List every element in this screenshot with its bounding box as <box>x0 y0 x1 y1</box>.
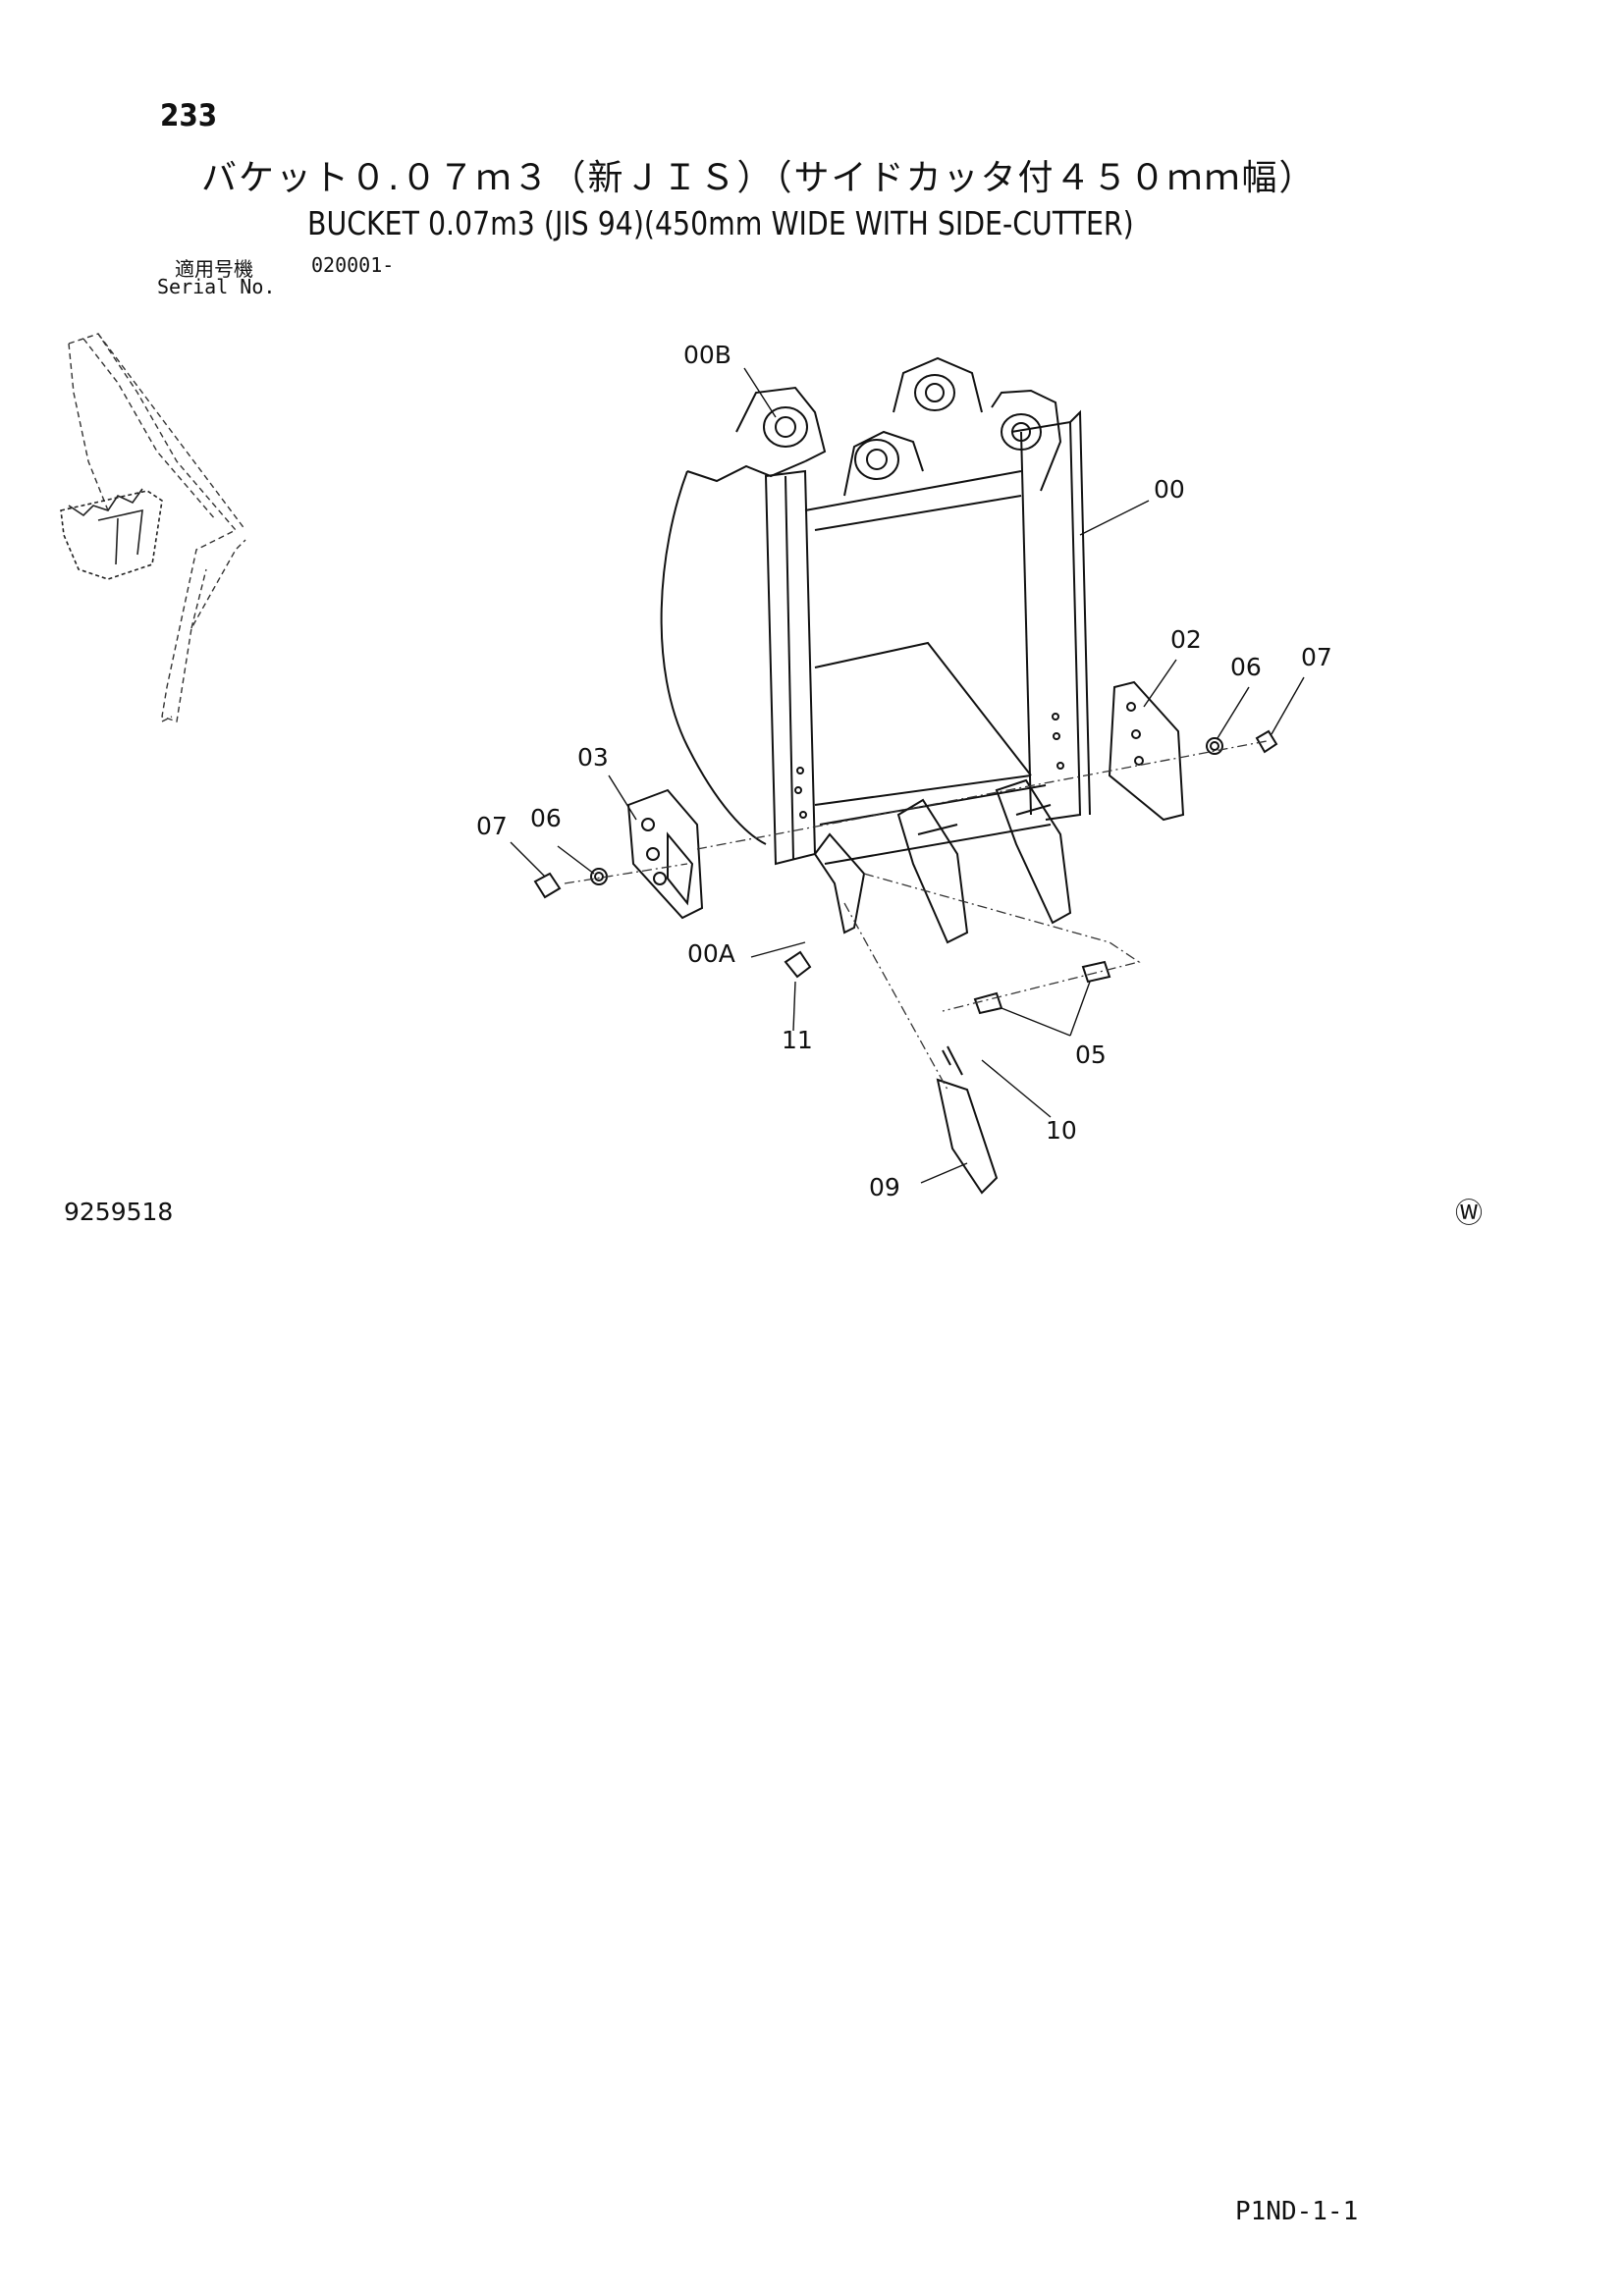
excavator-arm-thumbnail <box>68 333 246 722</box>
watermark-symbol: Ⓦ <box>1455 1197 1484 1229</box>
title-japanese: バケット０.０７ｍ３（新ＪＩＳ）（サイドカッタ付４５０ｍｍ幅） <box>201 158 1317 198</box>
callout-03: 03 <box>577 743 609 772</box>
page-number: 233 <box>160 98 218 133</box>
callout-05: 05 <box>1075 1041 1107 1069</box>
callout-11: 11 <box>782 1026 813 1054</box>
bucket-body <box>660 356 1091 944</box>
serial-label-english: Serial No. <box>157 275 276 298</box>
callout-07-right: 07 <box>1301 643 1332 671</box>
callout-00: 00 <box>1154 475 1185 504</box>
title-english: BUCKET 0.07m3 (JIS 94)(450mm WIDE WITH S… <box>307 204 1134 242</box>
leader-lines <box>510 367 1305 1184</box>
side-cutter-left <box>533 788 704 920</box>
drawing-number: 9259518 <box>64 1198 174 1226</box>
page-code: P1ND-1-1 <box>1235 2197 1359 2226</box>
callout-10: 10 <box>1046 1116 1077 1145</box>
side-cutter-right <box>1108 680 1278 822</box>
callout-07-left: 07 <box>476 812 508 840</box>
callout-00A: 00A <box>687 939 735 968</box>
callout-02: 02 <box>1170 625 1202 654</box>
parts-exploded-diagram: 00B 00 02 06 07 03 07 06 00A 11 05 10 09 <box>60 333 1332 1201</box>
callout-06-right: 06 <box>1230 653 1262 681</box>
serial-label-japanese: 適用号機 <box>175 257 253 281</box>
callout-06-left: 06 <box>530 804 562 832</box>
callout-00B: 00B <box>683 341 731 369</box>
bucket-thumbnail <box>60 488 163 580</box>
assembly-lines <box>564 740 1268 1091</box>
bolts-and-pins <box>784 950 1111 1195</box>
callout-09: 09 <box>869 1173 900 1201</box>
serial-value: 020001- <box>311 253 395 277</box>
